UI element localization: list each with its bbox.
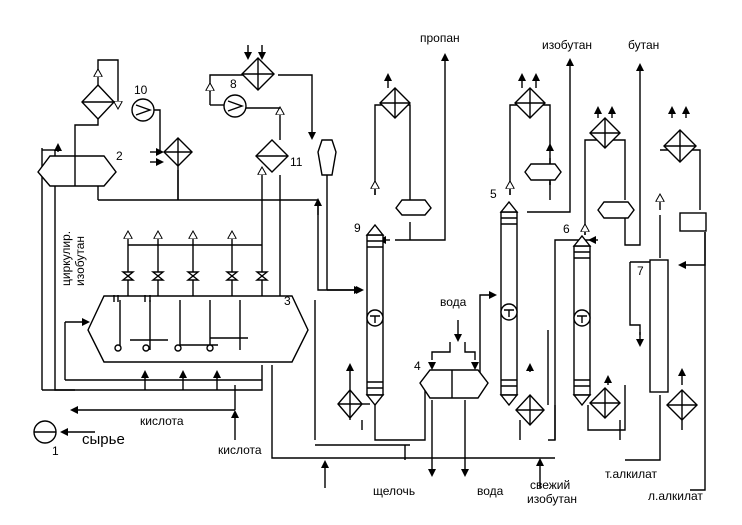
acid-input-label: кислота (218, 443, 262, 457)
unit-5-label: 5 (490, 187, 497, 201)
condenser-5 (514, 87, 546, 119)
reboiler-6 (589, 387, 621, 419)
unit-11-label: 11 (290, 155, 303, 169)
reboiler-5 (515, 393, 545, 427)
unit-1-label: 1 (52, 444, 59, 458)
butane-label: бутан (628, 38, 659, 52)
cooler-diamond (81, 83, 115, 121)
reflux-drum-9 (395, 199, 432, 216)
water-output-label: вода (477, 484, 504, 498)
unit-7-label: 7 (637, 264, 644, 278)
recycle-isobutane-line2: изобутан (73, 236, 87, 286)
condenser-8-cross (241, 57, 275, 91)
unit-2-label: 2 (116, 149, 123, 163)
unit-6-label: 6 (563, 222, 570, 236)
unit-8-label: 8 (230, 77, 237, 91)
column-9 (365, 223, 385, 407)
heat-exchanger-cross-left (163, 137, 193, 167)
fresh-isobutane-line2: изобутан (527, 492, 577, 506)
heat-exchanger-2 (37, 155, 117, 187)
condenser-9 (379, 87, 411, 119)
drum-near-9 (317, 139, 337, 176)
unit-10-label: 10 (134, 83, 148, 97)
reactor-3 (87, 295, 309, 363)
column-7 (649, 259, 669, 393)
condenser-6 (589, 117, 621, 149)
unit-3-label: 3 (284, 294, 291, 308)
feed-valves (121, 271, 269, 281)
alkali-label: щелочь (373, 484, 415, 498)
unit-4-label: 4 (414, 359, 421, 373)
heavy-alkylate-label: т.алкилат (605, 467, 658, 481)
unit-numbers: 1 2 3 4 5 6 7 8 9 10 11 (52, 77, 644, 458)
light-alkylate-label: л.алкилат (648, 489, 703, 503)
unit-9-label: 9 (354, 221, 361, 235)
feed-label: сырье (82, 431, 125, 448)
stream-labels: пропан изобутан бутан циркулир. изобутан… (59, 31, 703, 506)
propane-label: пропан (420, 31, 460, 45)
column-5 (499, 200, 519, 407)
isobutane-label: изобутан (542, 38, 592, 52)
cooler-11 (255, 139, 289, 173)
recycle-isobutane-line1: циркулир. (59, 231, 73, 286)
drum-7 (679, 212, 707, 232)
reflux-drum-6 (597, 201, 635, 219)
acid-return-label: кислота (140, 414, 184, 428)
column-6 (572, 234, 592, 407)
reboiler-7 (666, 389, 698, 421)
reflux-drum-5 (524, 163, 562, 181)
condenser-7 (663, 129, 697, 163)
reboiler-9 (337, 388, 363, 420)
pump-10 (131, 98, 155, 122)
pump-8 (223, 94, 247, 118)
water-input-label: вода (440, 295, 467, 309)
separator-4 (419, 369, 489, 399)
fresh-isobutane-line1: свежий (530, 478, 570, 492)
feed-pump-1 (33, 420, 57, 444)
